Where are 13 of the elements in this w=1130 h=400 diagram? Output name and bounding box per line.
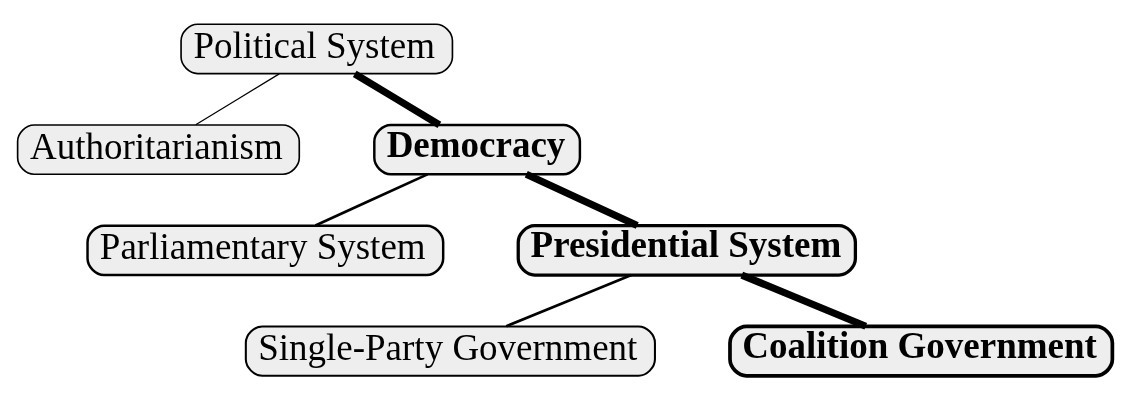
connector <box>352 70 442 128</box>
node-box: Presidential System <box>516 224 858 277</box>
connector <box>740 271 868 330</box>
node-box: Democracy <box>373 123 582 176</box>
node-box: Political System <box>180 23 454 75</box>
node-box: Authoritarianism <box>16 124 301 176</box>
connector <box>195 73 280 126</box>
node-box: Parliamentary System <box>86 224 445 277</box>
connector <box>505 273 632 328</box>
connector <box>524 171 639 229</box>
node-box: Single-Party Government <box>244 325 656 377</box>
connector <box>314 173 428 227</box>
node-box: Coalition Government <box>728 324 1115 378</box>
